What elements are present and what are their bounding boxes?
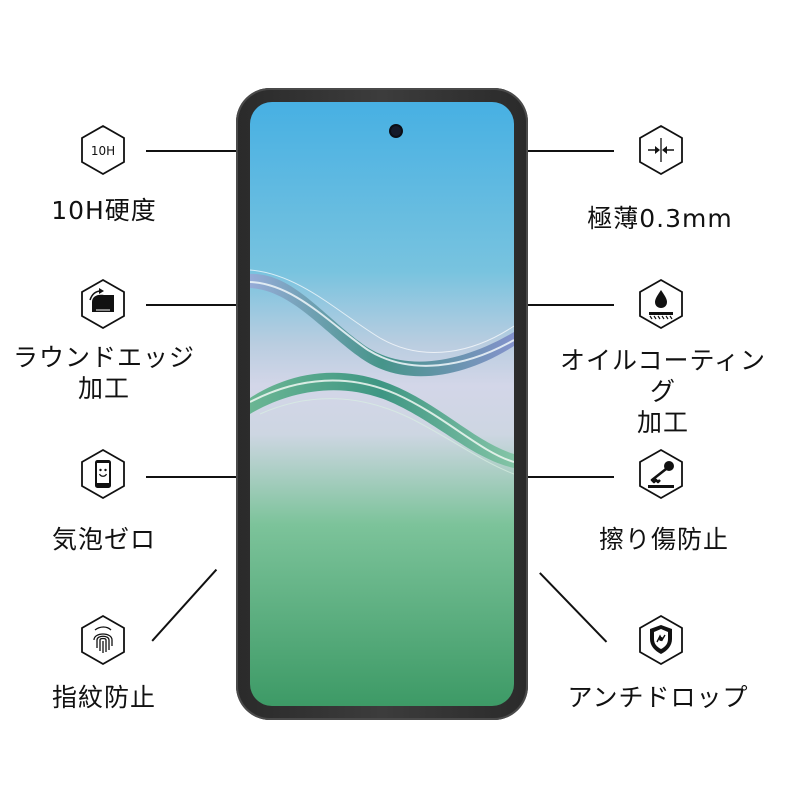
round-edge-icon bbox=[81, 278, 125, 330]
key-scratch-icon bbox=[639, 448, 683, 500]
feature-label-fingerprint-proof: 指紋防止 bbox=[51, 683, 156, 712]
svg-text:10H: 10H bbox=[91, 144, 115, 158]
feature-label-hardness: 10H硬度 bbox=[51, 196, 157, 225]
leader-line bbox=[528, 304, 614, 306]
leader-line bbox=[151, 568, 217, 642]
feature-label-round-edge: ラウンドエッジ 加工 bbox=[12, 343, 195, 403]
feature-label-oil-coating: オイルコーティング 加工 bbox=[559, 346, 766, 437]
leader-line bbox=[146, 476, 236, 478]
feature-label-bubble-free: 気泡ゼロ bbox=[51, 525, 156, 554]
shield-icon bbox=[639, 614, 683, 666]
leader-line bbox=[146, 304, 236, 306]
feature-label-anti-drop: アンチドロップ bbox=[567, 683, 749, 712]
thin-arrows-icon bbox=[639, 124, 683, 176]
leader-line bbox=[539, 572, 608, 643]
phone-screen bbox=[250, 102, 514, 706]
leader-line bbox=[146, 150, 236, 152]
leader-line bbox=[528, 150, 614, 152]
fingerprint-icon bbox=[81, 614, 125, 666]
feature-label-thin: 極薄0.3mm bbox=[587, 204, 733, 233]
front-camera bbox=[391, 126, 401, 136]
phone-frame bbox=[236, 88, 528, 720]
wallpaper-graphic bbox=[250, 102, 514, 706]
oil-drop-icon bbox=[639, 278, 683, 330]
10h-badge-icon: 10H bbox=[81, 124, 125, 176]
leader-line bbox=[528, 476, 614, 478]
smiley-phone-icon bbox=[81, 448, 125, 500]
feature-label-scratch-proof: 擦り傷防止 bbox=[598, 525, 729, 554]
